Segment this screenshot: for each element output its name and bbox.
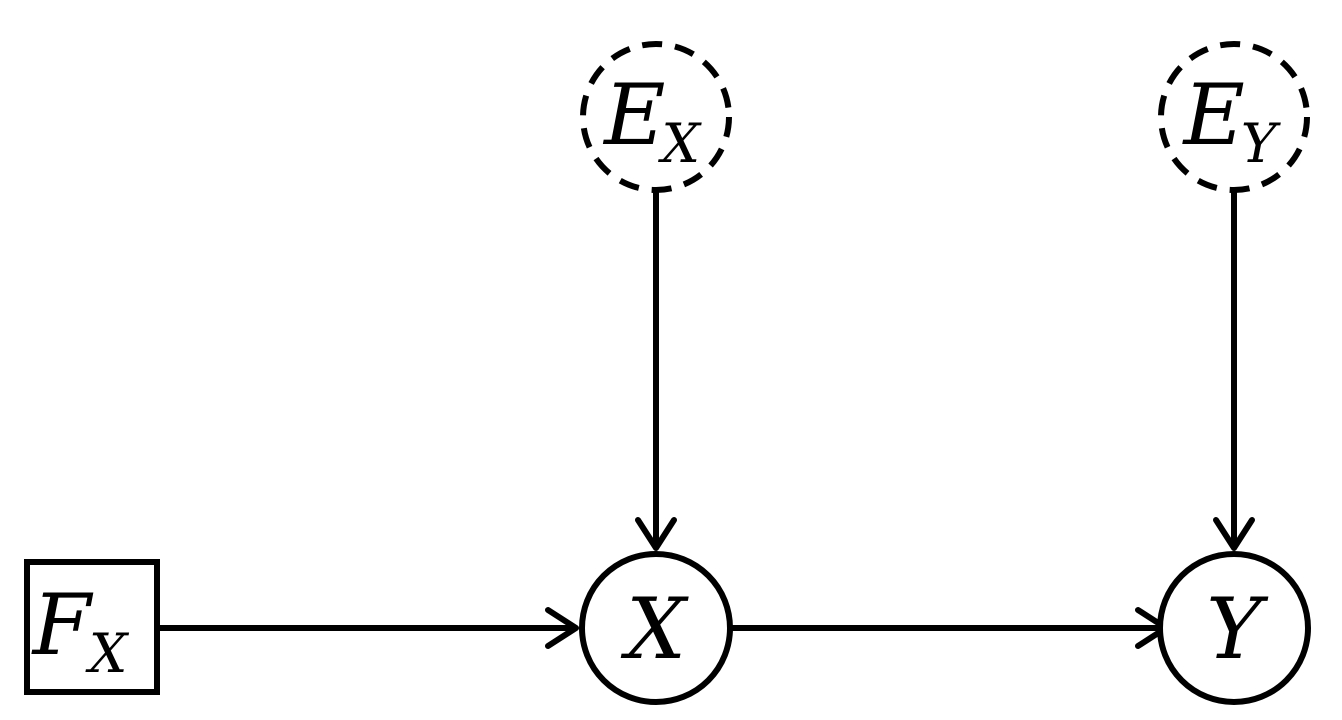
node-y-label: Y (1206, 580, 1269, 678)
node-x-label: X (620, 580, 689, 678)
edge-ex-to-x (635, 192, 677, 551)
node-ex-circle (580, 41, 732, 193)
node-y: Y (1157, 551, 1311, 705)
arrowhead-ey-to-y (1213, 517, 1255, 551)
node-ey: EY (1158, 41, 1310, 193)
node-x-circle (579, 551, 733, 705)
node-ex-sub: X (657, 112, 702, 175)
node-ey-circle (1158, 41, 1310, 193)
node-ey-sub: Y (1241, 112, 1281, 175)
node-ex: EX (580, 41, 732, 193)
node-fx: FX (24, 559, 160, 695)
edge-x-to-y (732, 607, 1169, 649)
edge-fx-to-x (160, 607, 579, 649)
node-x: X (579, 551, 733, 705)
node-fx-box (24, 559, 160, 695)
node-fx-label: FX (31, 576, 130, 685)
arrowhead-fx-to-x (545, 607, 579, 649)
node-ey-main: E (1182, 66, 1245, 164)
node-ex-label: EX (602, 66, 702, 175)
node-fx-main: F (31, 576, 94, 674)
node-fx-sub: X (85, 622, 130, 685)
node-ex-main: E (602, 66, 665, 164)
edge-ey-to-y (1213, 192, 1255, 551)
arrowhead-ex-to-x (635, 517, 677, 551)
node-y-circle (1157, 551, 1311, 705)
node-ey-label: EY (1182, 66, 1281, 175)
